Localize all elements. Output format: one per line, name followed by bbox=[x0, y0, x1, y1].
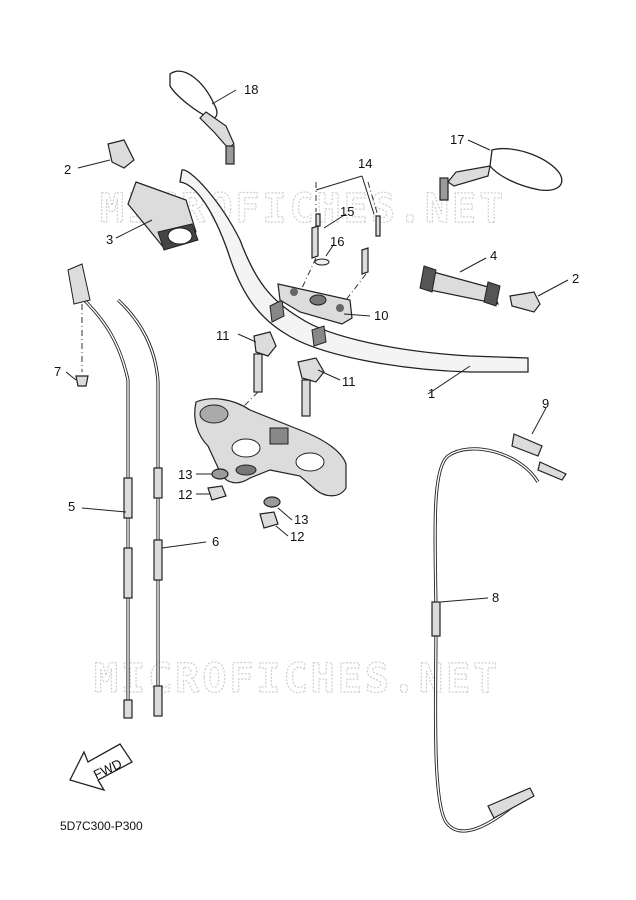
callout-15: 15 bbox=[340, 204, 354, 219]
fwd-arrow: FWD bbox=[69, 743, 133, 792]
callout-numbers: 18 17 14 15 16 2 3 4 2 10 11 11 1 7 9 13… bbox=[54, 82, 579, 605]
callout-10: 10 bbox=[374, 308, 388, 323]
bar-end-weight-right bbox=[509, 291, 541, 313]
throttle-cable-5 bbox=[67, 263, 133, 719]
throttle-cable-6 bbox=[116, 298, 163, 717]
callout-2-right: 2 bbox=[572, 271, 579, 286]
lower-handlebar-holder-left bbox=[239, 331, 277, 411]
callout-11-right: 11 bbox=[342, 374, 356, 389]
callout-13-right: 13 bbox=[294, 512, 308, 527]
callout-9: 9 bbox=[542, 396, 549, 411]
callout-17: 17 bbox=[450, 132, 464, 147]
holder-bolts bbox=[301, 181, 381, 301]
callout-14: 14 bbox=[358, 156, 372, 171]
callout-11-left: 11 bbox=[216, 328, 230, 343]
callout-12-left: 12 bbox=[178, 487, 192, 502]
callout-6: 6 bbox=[212, 534, 219, 549]
callout-7: 7 bbox=[54, 364, 61, 379]
callout-18: 18 bbox=[244, 82, 258, 97]
upper-bracket bbox=[194, 398, 347, 497]
callout-1: 1 bbox=[428, 386, 435, 401]
bar-end-weight-left bbox=[107, 139, 135, 169]
mirror-left bbox=[169, 70, 235, 165]
callout-12-right: 12 bbox=[290, 529, 304, 544]
callout-3: 3 bbox=[106, 232, 113, 247]
cable-7-screw bbox=[75, 304, 89, 387]
handlebar bbox=[179, 169, 529, 373]
leader-lines bbox=[65, 89, 569, 603]
nuts-washers bbox=[207, 468, 281, 529]
callout-8: 8 bbox=[492, 590, 499, 605]
diagram-code: 5D7C300-P300 bbox=[60, 819, 143, 833]
callout-5: 5 bbox=[68, 499, 75, 514]
clutch-cable-8 bbox=[431, 447, 540, 833]
callout-13-left: 13 bbox=[178, 467, 192, 482]
callout-16: 16 bbox=[330, 234, 344, 249]
callout-2-left: 2 bbox=[64, 162, 71, 177]
lower-handlebar-holder-right bbox=[297, 357, 325, 417]
grip-right bbox=[419, 265, 501, 307]
throttle-grip bbox=[127, 181, 199, 251]
mirror-right bbox=[439, 148, 563, 201]
callout-4: 4 bbox=[490, 248, 497, 263]
cable-adjuster-9 bbox=[511, 433, 567, 481]
upper-handlebar-holder bbox=[277, 283, 353, 325]
